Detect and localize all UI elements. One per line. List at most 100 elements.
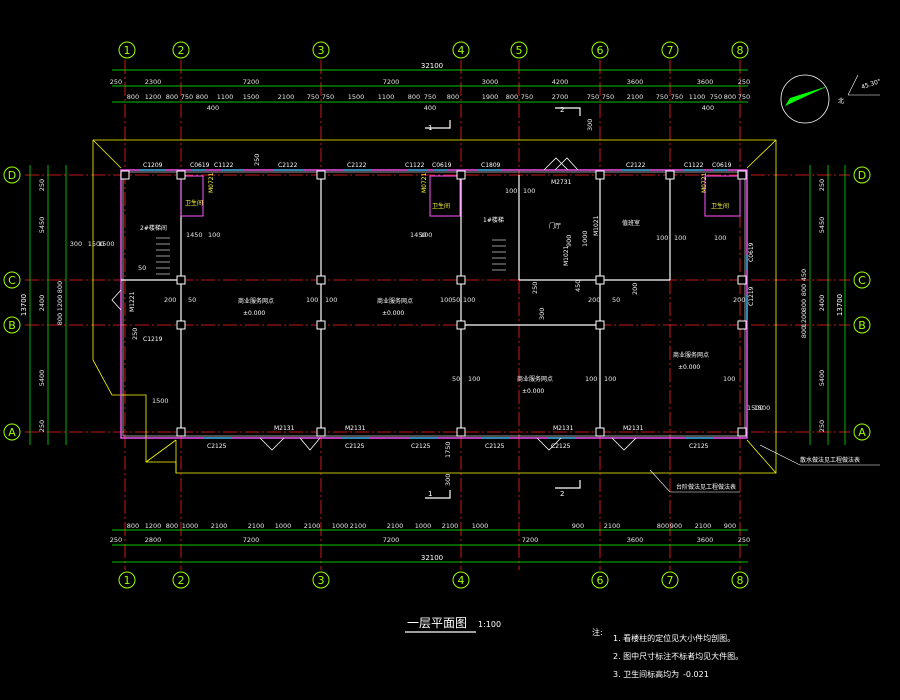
- svg-text:3600: 3600: [697, 78, 714, 86]
- svg-text:1000: 1000: [415, 522, 432, 530]
- svg-text:250: 250: [131, 328, 139, 340]
- svg-text:2: 2: [178, 574, 185, 587]
- svg-text:7200: 7200: [383, 536, 400, 544]
- svg-text:2100: 2100: [248, 522, 265, 530]
- svg-text:D: D: [858, 169, 866, 182]
- svg-text:100: 100: [674, 234, 686, 242]
- svg-text:1100: 1100: [217, 93, 234, 101]
- section-1-bottom: 1: [428, 490, 432, 498]
- svg-text:7200: 7200: [243, 536, 260, 544]
- svg-text:200: 200: [164, 296, 176, 304]
- svg-text:2100: 2100: [278, 93, 295, 101]
- svg-text:100: 100: [585, 375, 597, 383]
- svg-text:100: 100: [420, 231, 432, 239]
- svg-text:M2731: M2731: [551, 179, 572, 186]
- axis-bubble-7: 7: [661, 41, 679, 59]
- svg-text:1500: 1500: [152, 397, 169, 405]
- axis-grid-lines: [25, 60, 850, 570]
- axis-bubble-3: 3: [312, 41, 330, 59]
- svg-text:3600: 3600: [697, 536, 714, 544]
- svg-text:C2125: C2125: [485, 443, 505, 450]
- svg-text:7200: 7200: [243, 78, 260, 86]
- svg-text:750: 750: [181, 93, 193, 101]
- svg-text:1200: 1200: [145, 522, 162, 530]
- svg-text:250: 250: [531, 282, 539, 294]
- axis-bubbles-right: D C B A: [853, 166, 871, 441]
- svg-text:C2122: C2122: [278, 162, 298, 169]
- svg-text:C2122: C2122: [347, 162, 367, 169]
- room-shop-2: 商业服务网点: [377, 297, 413, 305]
- svg-text:2300: 2300: [145, 78, 162, 86]
- callout-steps: 台阶做法见工程做法表: [676, 483, 736, 491]
- svg-text:A: A: [858, 426, 866, 439]
- axis-bubble-4-bottom: 4: [452, 571, 470, 589]
- svg-text:50: 50: [452, 296, 460, 304]
- top-dims-row1: 250 2300 7200 7200 3000 4200 3600 3600 2…: [110, 78, 750, 86]
- svg-text:C: C: [858, 274, 866, 287]
- axis-bubble-4: 4: [452, 41, 470, 59]
- svg-text:C2125: C2125: [689, 443, 709, 450]
- compass-north-label: 北: [838, 97, 844, 105]
- svg-text:800: 800: [166, 93, 178, 101]
- svg-text:2800: 2800: [145, 536, 162, 544]
- svg-text:100: 100: [208, 231, 220, 239]
- axis-bubble-5: 5: [510, 41, 528, 59]
- svg-text:200: 200: [631, 283, 639, 295]
- svg-text:C2125: C2125: [411, 443, 431, 450]
- svg-text:A: A: [8, 426, 16, 439]
- svg-text:100: 100: [723, 375, 735, 383]
- svg-text:300: 300: [70, 240, 82, 248]
- svg-text:M2131: M2131: [345, 425, 366, 432]
- svg-text:2100: 2100: [442, 522, 459, 530]
- svg-text:1500: 1500: [98, 240, 115, 248]
- axis-bubble-8-bottom: 8: [731, 571, 749, 589]
- svg-text:M0721: M0721: [208, 172, 215, 193]
- svg-text:3: 3: [318, 44, 325, 57]
- room-duty: 值班室: [622, 219, 640, 227]
- overall-width-left: 13700: [20, 294, 28, 316]
- svg-text:1200: 1200: [145, 93, 162, 101]
- svg-text:3: 3: [318, 574, 325, 587]
- drawing-scale: 1:100: [478, 620, 501, 629]
- room-lobby: 门厅: [549, 222, 561, 230]
- svg-text:7200: 7200: [522, 536, 539, 544]
- axis-bubble-B-right: B: [853, 316, 871, 334]
- svg-text:M1221: M1221: [129, 291, 136, 312]
- svg-text:1450: 1450: [410, 231, 427, 239]
- svg-text:750: 750: [656, 93, 668, 101]
- svg-text:C0619: C0619: [748, 242, 755, 262]
- svg-text:1200: 1200: [800, 311, 808, 328]
- svg-text:50: 50: [138, 264, 146, 272]
- svg-text:400: 400: [702, 104, 714, 112]
- room-shop-2-level: ±0.000: [382, 310, 404, 317]
- axis-bubble-D-right: D: [853, 166, 871, 184]
- svg-text:800: 800: [800, 284, 808, 296]
- svg-text:250: 250: [738, 536, 750, 544]
- left-dims: 250 5450 1500 300 2400 800 1200 800 5400…: [38, 179, 104, 432]
- svg-text:1: 1: [124, 574, 131, 587]
- svg-text:C2125: C2125: [551, 443, 571, 450]
- svg-text:5: 5: [516, 44, 523, 57]
- columns: [120, 170, 747, 437]
- svg-text:750: 750: [710, 93, 722, 101]
- svg-text:100: 100: [463, 296, 475, 304]
- svg-text:2100: 2100: [211, 522, 228, 530]
- svg-text:800: 800: [724, 93, 736, 101]
- svg-text:7: 7: [667, 574, 674, 587]
- axis-bubble-D-left: D: [3, 166, 21, 184]
- svg-text:2100: 2100: [350, 522, 367, 530]
- svg-text:1450: 1450: [186, 231, 203, 239]
- svg-text:1500: 1500: [747, 404, 764, 412]
- svg-text:C1122: C1122: [405, 162, 425, 169]
- svg-text:750: 750: [307, 93, 319, 101]
- svg-text:200: 200: [588, 296, 600, 304]
- svg-text:M2131: M2131: [274, 425, 295, 432]
- axis-bubble-7-bottom: 7: [661, 571, 679, 589]
- svg-text:M2131: M2131: [623, 425, 644, 432]
- note-3: 3. 卫生间标高均为: [613, 669, 679, 679]
- axis-bubble-C-left: C: [3, 271, 21, 289]
- overall-width-right: 13700: [836, 294, 844, 316]
- room-shop-3-level: ±0.000: [522, 388, 544, 395]
- svg-text:7200: 7200: [383, 78, 400, 86]
- svg-text:800: 800: [127, 522, 139, 530]
